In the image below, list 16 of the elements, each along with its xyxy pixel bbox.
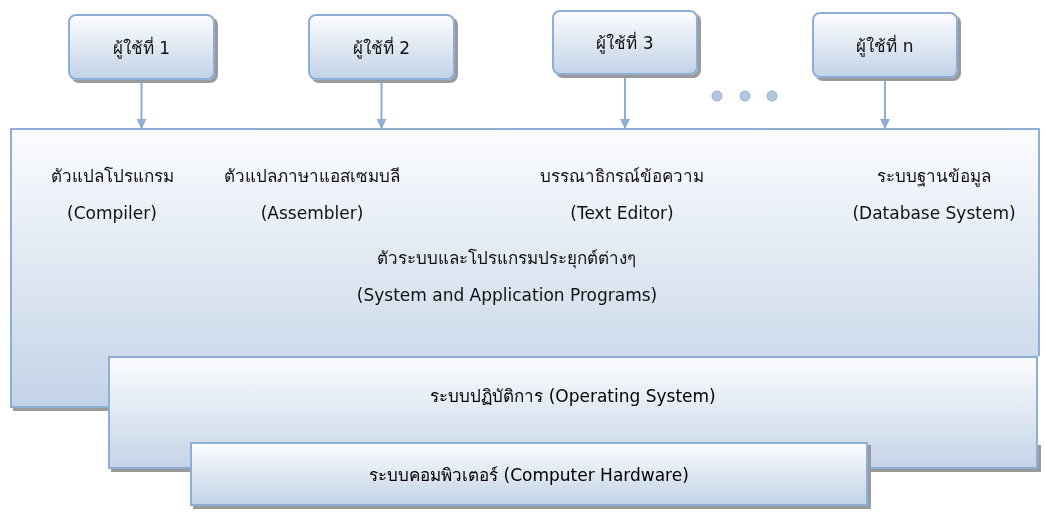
layer-panel	[10, 128, 1040, 356]
layer-label: ระบบฐานข้อมูล (Database System)	[852, 165, 1016, 225]
user-box: ผู้ใช้ที่ n	[812, 12, 958, 78]
arrow	[376, 82, 387, 129]
arrow	[136, 82, 147, 129]
user-box: ผู้ใช้ที่ 3	[552, 10, 698, 75]
layer-label: บรรณาธิกรณ์ข้อความ (Text Editor)	[540, 165, 704, 225]
arrow	[880, 80, 890, 129]
layer-box: ระบบคอมพิวเตอร์ (Computer Hardware)	[190, 442, 868, 506]
layer-box: ระบบปฏิบัติการ (Operating System)	[108, 356, 1038, 442]
user-box: ผู้ใช้ที่ 1	[68, 14, 215, 80]
layer-label: ตัวระบบและโปรแกรมประยุกต์ต่างๆ (System and Application Programs)	[356, 247, 658, 307]
arrow	[620, 77, 630, 129]
layer-label: ตัวแปลโปรแกรม (Compiler)	[50, 165, 174, 225]
layer-label: ตัวแปลภาษาแอสเซมบลี (Assembler)	[224, 165, 400, 225]
user-box: ผู้ใช้ที่ 2	[308, 14, 455, 80]
